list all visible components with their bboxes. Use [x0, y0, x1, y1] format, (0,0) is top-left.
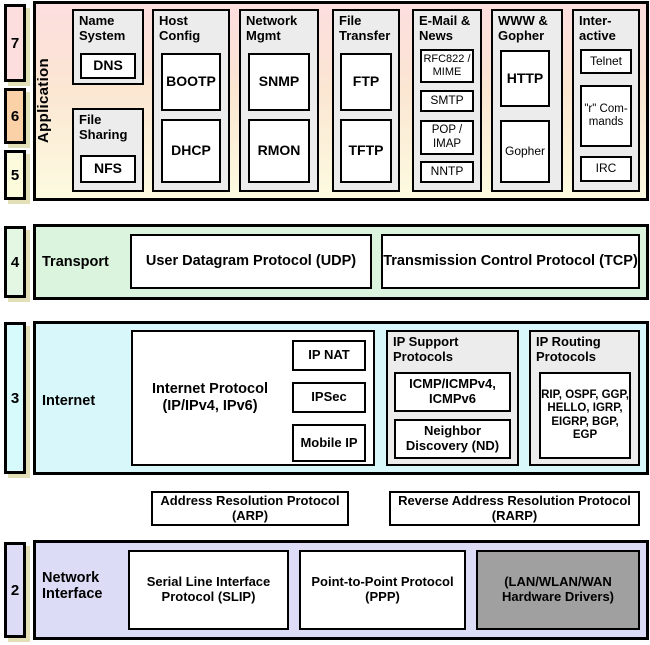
- group-host-config-title: Host Config: [159, 13, 201, 43]
- protocol-ppp[interactable]: Point-to-Point Protocol (PPP): [299, 550, 466, 630]
- group-name-system-title: Name System: [79, 13, 126, 43]
- protocol-dns[interactable]: DNS: [80, 53, 136, 79]
- protocol-smtp[interactable]: SMTP: [420, 90, 474, 112]
- protocol-dhcp[interactable]: DHCP: [161, 119, 221, 183]
- protocol-rfc822-mime[interactable]: RFC822 / MIME: [420, 49, 474, 83]
- group-interactive-title: Inter-active: [579, 13, 616, 43]
- protocol-irc[interactable]: IRC: [580, 156, 632, 182]
- protocol-tcp[interactable]: Transmission Control Protocol (TCP): [381, 234, 640, 289]
- layer-number-2: 2: [4, 542, 26, 638]
- layer-number-7: 7: [4, 4, 26, 82]
- layer-number-5: 5: [4, 150, 26, 200]
- layer-number-4-label: 4: [10, 253, 20, 271]
- layer-number-5-label: 5: [10, 166, 20, 184]
- group-file-sharing-title: File Sharing: [79, 112, 128, 142]
- protocol-tftp[interactable]: TFTP: [340, 119, 392, 183]
- group-ip-support-protocols-title: IP Support Protocols: [393, 334, 459, 364]
- layer-number-3-label: 3: [10, 389, 20, 407]
- group-ip-routing-protocols-title: IP Routing Protocols: [536, 334, 601, 364]
- protocol-bootp[interactable]: BOOTP: [161, 53, 221, 111]
- layer-number-7-label: 7: [10, 34, 20, 52]
- protocol-rarp[interactable]: Reverse Address Resolution Protocol (RAR…: [389, 491, 640, 526]
- protocol-neighbor-discovery[interactable]: Neighbor Discovery (ND): [394, 419, 511, 459]
- application-layer-label: Application: [30, 8, 56, 192]
- protocol-rmon[interactable]: RMON: [248, 119, 310, 183]
- network-interface-layer-label: Network Interface: [42, 570, 103, 603]
- protocol-icmp[interactable]: ICMP/ICMPv4, ICMPv6: [394, 372, 511, 412]
- protocol-snmp[interactable]: SNMP: [248, 53, 310, 111]
- layer-number-3: 3: [4, 322, 26, 474]
- protocol-slip[interactable]: Serial Line Interface Protocol (SLIP): [128, 550, 289, 630]
- protocol-telnet[interactable]: Telnet: [580, 49, 632, 74]
- group-network-mgmt-title: Network Mgmt: [246, 13, 298, 43]
- protocol-ip-nat[interactable]: IP NAT: [292, 340, 366, 371]
- application-layer-label-text: Application: [34, 57, 52, 143]
- protocol-http[interactable]: HTTP: [500, 50, 550, 107]
- group-email-news-title: E-Mail & News: [419, 13, 471, 43]
- protocol-ipsec[interactable]: IPSec: [292, 382, 366, 413]
- protocol-pop-imap[interactable]: POP / IMAP: [420, 120, 474, 155]
- protocol-r-commands[interactable]: "r" Com-mands: [580, 85, 632, 147]
- protocol-routing-list[interactable]: RIP, OSPF, GGP, HELLO, IGRP, EIGRP, BGP,…: [539, 372, 631, 459]
- group-file-transfer-title: File Transfer: [339, 13, 391, 43]
- layer-number-6: 6: [4, 88, 26, 144]
- layer-number-4: 4: [4, 226, 26, 298]
- group-www-gopher-title: WWW & Gopher: [498, 13, 548, 43]
- protocol-nfs[interactable]: NFS: [80, 155, 136, 183]
- protocol-gopher[interactable]: Gopher: [500, 120, 550, 183]
- protocol-arp[interactable]: Address Resolution Protocol (ARP): [151, 491, 349, 526]
- hardware-drivers[interactable]: (LAN/WLAN/WAN Hardware Drivers): [476, 550, 640, 630]
- layer-number-2-label: 2: [10, 581, 20, 599]
- transport-layer-label: Transport: [42, 254, 109, 270]
- protocol-ftp[interactable]: FTP: [340, 53, 392, 111]
- protocol-nntp[interactable]: NNTP: [420, 161, 474, 183]
- protocol-udp[interactable]: User Datagram Protocol (UDP): [130, 234, 372, 289]
- layer-number-6-label: 6: [10, 107, 20, 125]
- internet-layer-label: Internet: [42, 393, 96, 409]
- protocol-mobile-ip[interactable]: Mobile IP: [292, 424, 366, 462]
